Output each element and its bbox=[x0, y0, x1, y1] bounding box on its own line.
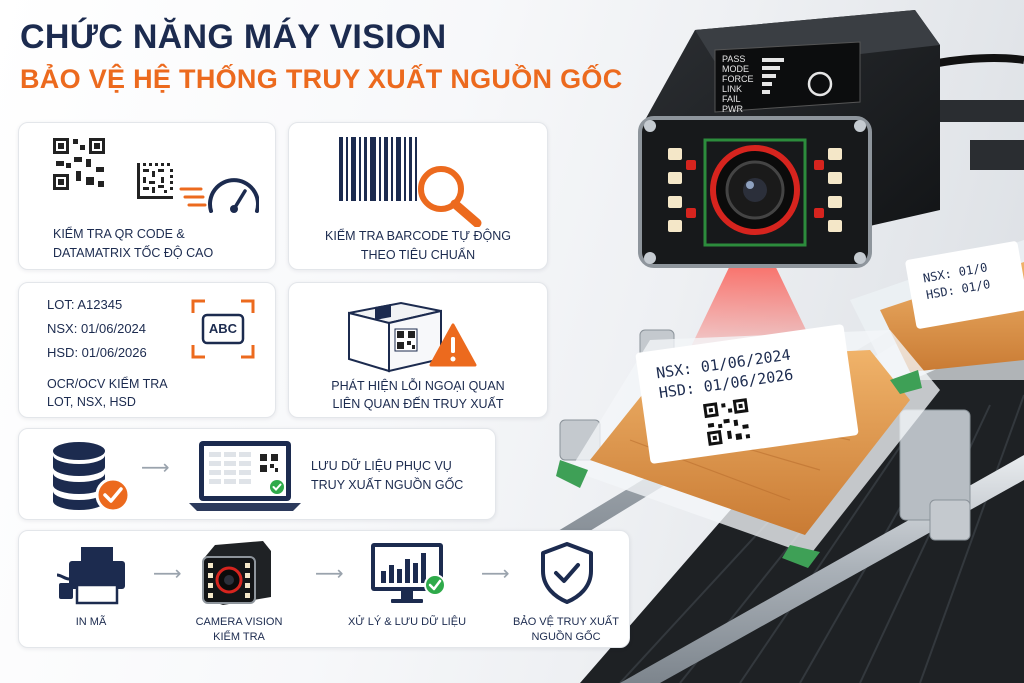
vision-scene: NSX: 01/0 HSD: 01/0 NSX: 01/06/2024 HSD:… bbox=[510, 10, 1024, 683]
status-indicators: PASS MODE FORCE LINK FAIL PWR bbox=[722, 54, 754, 114]
barcode-caption-2: THEO TIÊU CHUẨN bbox=[360, 248, 476, 262]
indicator-force: FORCE bbox=[722, 74, 754, 84]
indicator-link: LINK bbox=[722, 84, 742, 94]
arrow-icon: ⟶ bbox=[481, 561, 510, 585]
card-barcode-check: KIỂM TRA BARCODE TỰ ĐỘNG THEO TIÊU CHUẨN bbox=[288, 122, 548, 270]
card-defect-check: PHÁT HIỆN LỖI NGOẠI QUAN LIÊN QUAN ĐẾN T… bbox=[288, 282, 548, 418]
storage-caption-2: TRUY XUẤT NGUỒN GỐC bbox=[311, 478, 464, 492]
step-camera-label-1: CAMERA VISION bbox=[195, 616, 283, 628]
card-ocr-check: LOT: A12345 NSX: 01/06/2024 HSD: 01/06/2… bbox=[18, 282, 276, 418]
arrow-icon: ⟶ bbox=[315, 561, 344, 585]
indicator-fail: FAIL bbox=[722, 94, 741, 104]
monitor-check-icon bbox=[424, 574, 446, 596]
product-front: NSX: 01/06/2024 HSD: 01/06/2026 bbox=[556, 324, 940, 568]
ocr-scan-icon bbox=[191, 299, 255, 359]
seal-right bbox=[890, 370, 922, 394]
arrow-icon: ⟶ bbox=[141, 455, 170, 479]
camera-board bbox=[703, 138, 807, 247]
ocr-nsx: NSX: 01/06/2024 bbox=[47, 321, 147, 336]
step-process-label: XỬ LÝ & LƯU DỮ LIỆU bbox=[347, 616, 467, 628]
seal-bottom bbox=[782, 545, 820, 568]
card-qr-check: KIỂM TRA QR CODE & DATAMATRIX TỐC ĐỘ CAO bbox=[18, 122, 276, 270]
camera-vision-icon bbox=[202, 541, 271, 605]
page-subtitle: BẢO VỆ HỆ THỐNG TRUY XUẤT NGUỒN GỐC bbox=[20, 64, 623, 94]
box-warning-icon bbox=[348, 301, 477, 373]
step-print-label: IN MÃ bbox=[75, 616, 107, 628]
ocr-lot: LOT: A12345 bbox=[47, 297, 123, 312]
camera-button-icon bbox=[807, 71, 833, 97]
database-icon bbox=[53, 442, 131, 513]
step-protect-label-2: NGUỒN GỐC bbox=[531, 631, 601, 643]
barcode-icon bbox=[339, 137, 417, 201]
camera-leds bbox=[668, 148, 842, 232]
step-camera-label-2: KIỂM TRA bbox=[213, 631, 265, 643]
step-protect-label-1: BẢO VỆ TRUY XUẤT bbox=[513, 616, 619, 628]
card-data-storage: ⟶ LƯU DỮ LIỆU PHỤC VỤ TRUY XUẤT NGUỒN GỐ… bbox=[18, 428, 496, 520]
indicator-mode: MODE bbox=[722, 64, 749, 74]
arrow-icon: ⟶ bbox=[153, 561, 182, 585]
magnifier-icon bbox=[418, 166, 482, 227]
defect-caption-1: PHÁT HIỆN LỖI NGOẠI QUAN bbox=[331, 379, 505, 393]
defect-caption-2: LIÊN QUAN ĐẾN TRUY XUẤT bbox=[332, 397, 504, 411]
mount-arm-lower bbox=[970, 140, 1024, 170]
storage-caption-1: LƯU DỮ LIỆU PHỤC VỤ bbox=[311, 459, 452, 473]
ocr-abc-label: ABC bbox=[208, 321, 238, 336]
ocr-caption-2: LOT, NSX, HSD bbox=[47, 395, 136, 409]
speedometer-icon bbox=[179, 178, 259, 213]
indicator-pass: PASS bbox=[722, 54, 745, 64]
printer-icon bbox=[56, 547, 125, 605]
rail-clamp-right bbox=[929, 499, 971, 541]
ocr-caption-1: OCR/OCV KIỂM TRA bbox=[47, 377, 168, 391]
mount-arm-upper bbox=[940, 100, 1024, 122]
indicator-pwr: PWR bbox=[722, 104, 743, 114]
card-process-flow: IN MÃ ⟶ CAMERA VISION KIỂM TRA ⟶ XỬ LÝ &… bbox=[18, 530, 630, 648]
qr-code-icon bbox=[52, 137, 106, 191]
box-qr-code-icon bbox=[394, 328, 418, 352]
qr-caption-2: DATAMATRIX TỐC ĐỘ CAO bbox=[53, 246, 214, 260]
product-qr-code bbox=[700, 395, 755, 449]
product-label bbox=[635, 324, 859, 464]
seal-left bbox=[556, 460, 588, 488]
qr-caption-1: KIỂM TRA QR CODE & bbox=[53, 227, 185, 241]
datamatrix-icon bbox=[137, 163, 173, 199]
monitor-chart-icon bbox=[371, 543, 446, 603]
shield-check-icon bbox=[541, 542, 593, 604]
page-title: CHỨC NĂNG MÁY VISION bbox=[20, 18, 447, 56]
barcode-caption-1: KIỂM TRA BARCODE TỰ ĐỘNG bbox=[325, 229, 511, 243]
vision-camera: PASS MODE FORCE LINK FAIL PWR bbox=[638, 10, 940, 268]
laptop-icon bbox=[189, 441, 301, 511]
ocr-hsd: HSD: 01/06/2026 bbox=[47, 345, 147, 360]
